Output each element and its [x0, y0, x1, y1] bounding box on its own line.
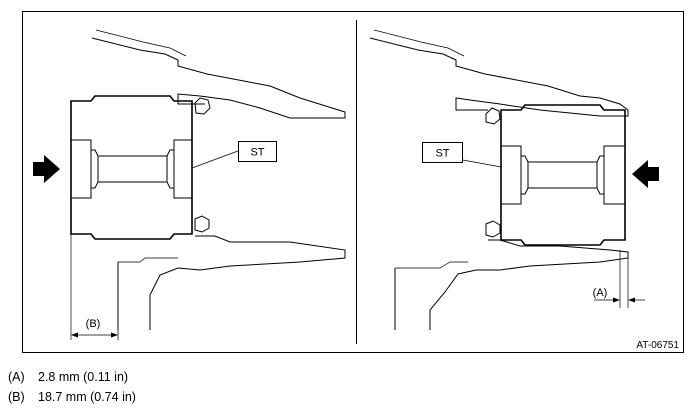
left-panel: ST (B): [33, 29, 346, 340]
left-upper-housing-inner: [95, 29, 187, 57]
left-upper-housing: [91, 37, 346, 119]
right-upper-housing: [369, 37, 629, 117]
dim-b-label: (B): [86, 318, 101, 330]
right-push-arrow: [632, 160, 659, 188]
legend: (A) 2.8 mm (0.11 in) (B) 18.7 mm (0.74 i…: [8, 370, 136, 404]
right-st-label: ST: [435, 148, 449, 160]
left-seal-bottom: [194, 215, 210, 233]
left-tool-shaft: [91, 149, 174, 189]
right-lower-step: [395, 261, 468, 269]
right-panel: ST (A): [369, 29, 659, 330]
left-tool-flange-r: [173, 139, 192, 199]
diagram-frame: [22, 11, 684, 353]
left-st-label: ST: [250, 147, 264, 159]
legend-key-b: (B): [8, 390, 25, 404]
right-tool-shaft: [521, 155, 604, 195]
right-seal-top: [485, 107, 501, 125]
left-st-box: [238, 141, 277, 162]
left-tool-body: [70, 95, 193, 240]
right-tool-flange-l: [501, 145, 522, 205]
left-st-leader: [191, 150, 239, 169]
legend-key-a: (A): [8, 370, 25, 384]
dim-a-arrow-r: [628, 297, 635, 303]
left-lower-housing: [149, 235, 346, 330]
right-upper-housing-inner: [373, 29, 465, 57]
left-seal-top: [194, 97, 211, 115]
dim-a-label: (A): [593, 287, 608, 299]
left-lower-step: [118, 257, 178, 263]
right-st-leader: [462, 159, 502, 168]
left-push-arrow: [33, 155, 60, 183]
right-lower-housing: [429, 239, 629, 330]
right-st-box: [422, 142, 463, 163]
dim-b-arrow-r: [111, 332, 118, 338]
left-tool-flange-l: [71, 139, 92, 199]
right-tool-flange-r: [603, 145, 625, 205]
right-seal-bottom: [485, 220, 501, 238]
legend-value-b: 18.7 mm (0.74 in): [38, 390, 136, 404]
figure-code: AT-06751: [636, 340, 679, 351]
legend-value-a: 2.8 mm (0.11 in): [38, 370, 128, 384]
dim-a-arrow-l: [613, 297, 620, 303]
right-tool-body: [500, 104, 626, 246]
dim-b-arrow-l: [71, 332, 78, 338]
